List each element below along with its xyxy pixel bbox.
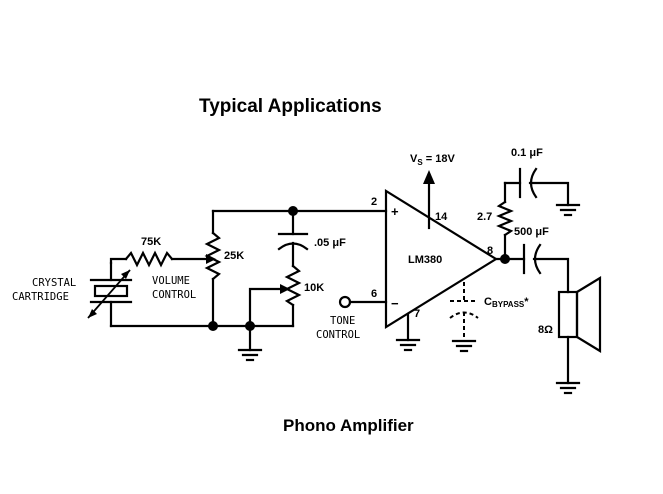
cap-500uf-label: 500 μF [514,226,549,238]
speaker-icon [557,276,602,353]
pin-7-label: 7 [414,308,420,320]
bypass-cap-label: CBYPASS* [484,296,529,309]
capacitor-icon [449,282,479,340]
figure-caption: Phono Amplifier [283,416,414,435]
pin-2-label: 2 [371,196,377,208]
volume-control-label-1: VOLUME [152,275,190,287]
speaker-load-label: 8Ω [538,324,553,336]
pot-25k-label: 25K [224,250,244,262]
pin-8-label: 8 [487,245,493,257]
tone-control-label-1: TONE [330,315,355,327]
tone-cap-label: .05 μF [314,237,346,249]
volume-control-label-2: CONTROL [152,289,196,301]
ground-icon [395,338,421,352]
ground-icon [237,348,263,362]
ground-icon [555,381,581,395]
crystal-cartridge [87,261,133,328]
plus-input-symbol: + [391,204,399,219]
resistor-75k-label: 75K [141,236,161,248]
cartridge-label-1: CRYSTAL [32,277,76,289]
pin-6-label: 6 [371,288,377,300]
minus-input-symbol: − [391,296,399,311]
resistor-2-7-label: 2.7 [477,211,492,223]
cartridge-label-2: CARTRIDGE [12,291,69,303]
resistor-icon [124,250,174,268]
potentiometer-icon [284,264,302,307]
pot-10k-label: 10K [304,282,324,294]
supply-label: VS = 18V [410,153,455,167]
page-title: Typical Applications [199,96,382,117]
tone-control-label-2: CONTROL [316,329,360,341]
op-amp-name: LM380 [408,254,442,266]
ground-icon [451,339,477,353]
resistor-icon [496,200,514,237]
ground-icon [555,203,581,217]
pin-14-label: 14 [435,211,448,223]
cap-0-1uf-label: 0.1 μF [511,147,543,159]
op-amp-icon [384,189,499,329]
